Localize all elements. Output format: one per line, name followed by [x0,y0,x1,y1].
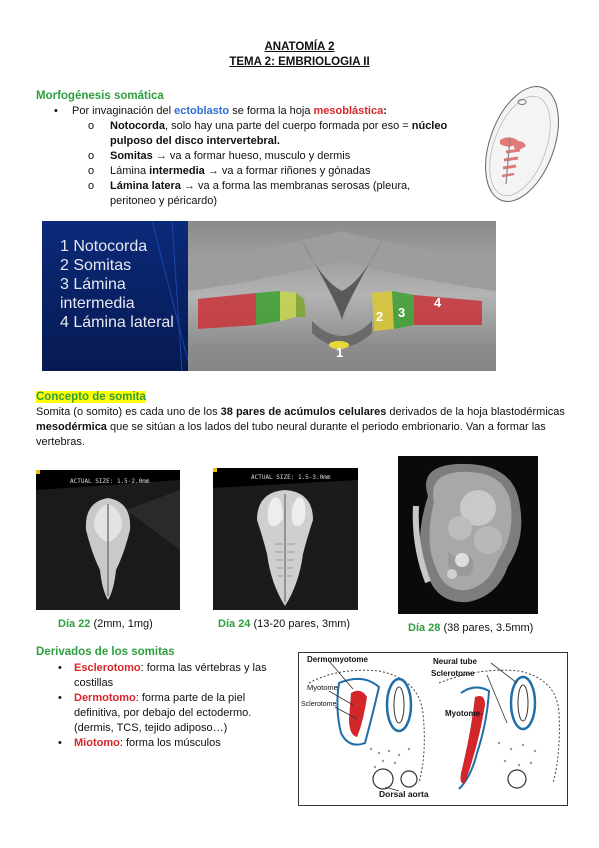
list-item: • Miotomo: forma los músculos [58,737,221,749]
label-dorsal-aorta: Dorsal aorta [379,789,429,799]
scale-label: ACTUAL SIZE: 1.5-3.0mm [251,474,331,481]
label-dermomyotome: Dermomyotome [307,655,368,664]
intro-bullet: • Por invaginación del ectoblasto se for… [54,105,387,117]
somite-diagram: Dermomyotome Myotome Sclerotome Neural t… [298,652,568,806]
section-heading-derivados: Derivados de los somitas [36,646,175,658]
slide-legend: 1 Notocorda 2 Somitas 3 Lámina intermedi… [60,237,180,332]
list-item: • Esclerotomo: forma las vértebras y las… [58,662,267,689]
section-heading-morfogenesis: Morfogénesis somática [36,90,164,102]
slide-item-somitas: 2 Somitas [60,257,132,274]
somita-paragraph: Somita (o somito) es cada uno de los 38 … [36,406,565,448]
marker-1: 1 [336,345,344,360]
list-item: o Somitas → va a formar hueso, musculo y… [88,150,351,162]
list-item: • Dermotomo: forma parte de la piel defi… [58,692,252,734]
page-title: ANATOMÍA 2 [264,41,335,53]
label-sclerotome-left: Sclerotome [301,701,337,708]
embryo-day28-image [398,456,538,614]
list-item: o Lámina latera → va a forma las membran… [88,180,411,207]
marker-3: 3 [398,305,406,320]
caption-day22: Día 22 (2mm, 1mg) [58,618,153,630]
scale-label: ACTUAL SIZE: 1.5-2.0mm [70,478,150,485]
section-heading-somita: Concepto de somita [36,391,146,403]
caption-day28: Día 28 (38 pares, 3.5mm) [408,622,534,634]
label-sclerotome-right: Sclerotome [431,669,475,678]
slide-item-lamina-intermedia: 3 Lámina intermedia [60,276,135,312]
list-item: o Notocorda, solo hay una parte del cuer… [88,120,448,147]
somite-slide-image: 1 Notocorda 2 Somitas 3 Lámina intermedi… [42,221,496,371]
slide-item-lamina-lateral: 4 Lámina lateral [60,314,174,331]
bullet-icon: • [54,105,58,117]
embryo-day22-image: ACTUAL SIZE: 1.5-2.0mm [36,470,180,610]
label-neural-tube: Neural tube [433,657,478,666]
slide-item-notocorda: 1 Notocorda [60,238,148,255]
derivados-list: • Esclerotomo: forma las vértebras y las… [58,661,268,751]
label-myotome-right: Myotome [445,709,481,718]
marker-2: 2 [376,309,384,324]
morfogenesis-list: o Notocorda, solo hay una parte del cuer… [88,119,458,209]
list-item: o Lámina intermedia → va a formar riñone… [88,165,371,177]
embryo-day24-image: ACTUAL SIZE: 1.5-3.0mm [213,468,358,610]
marker-4: 4 [434,295,442,310]
page-subtitle: TEMA 2: EMBRIOLOGIA II [229,56,370,68]
label-myotome-left: Myotome [307,683,338,692]
embryo-disc-illustration [470,80,574,208]
caption-day24: Día 24 (13-20 pares, 3mm) [218,618,351,630]
